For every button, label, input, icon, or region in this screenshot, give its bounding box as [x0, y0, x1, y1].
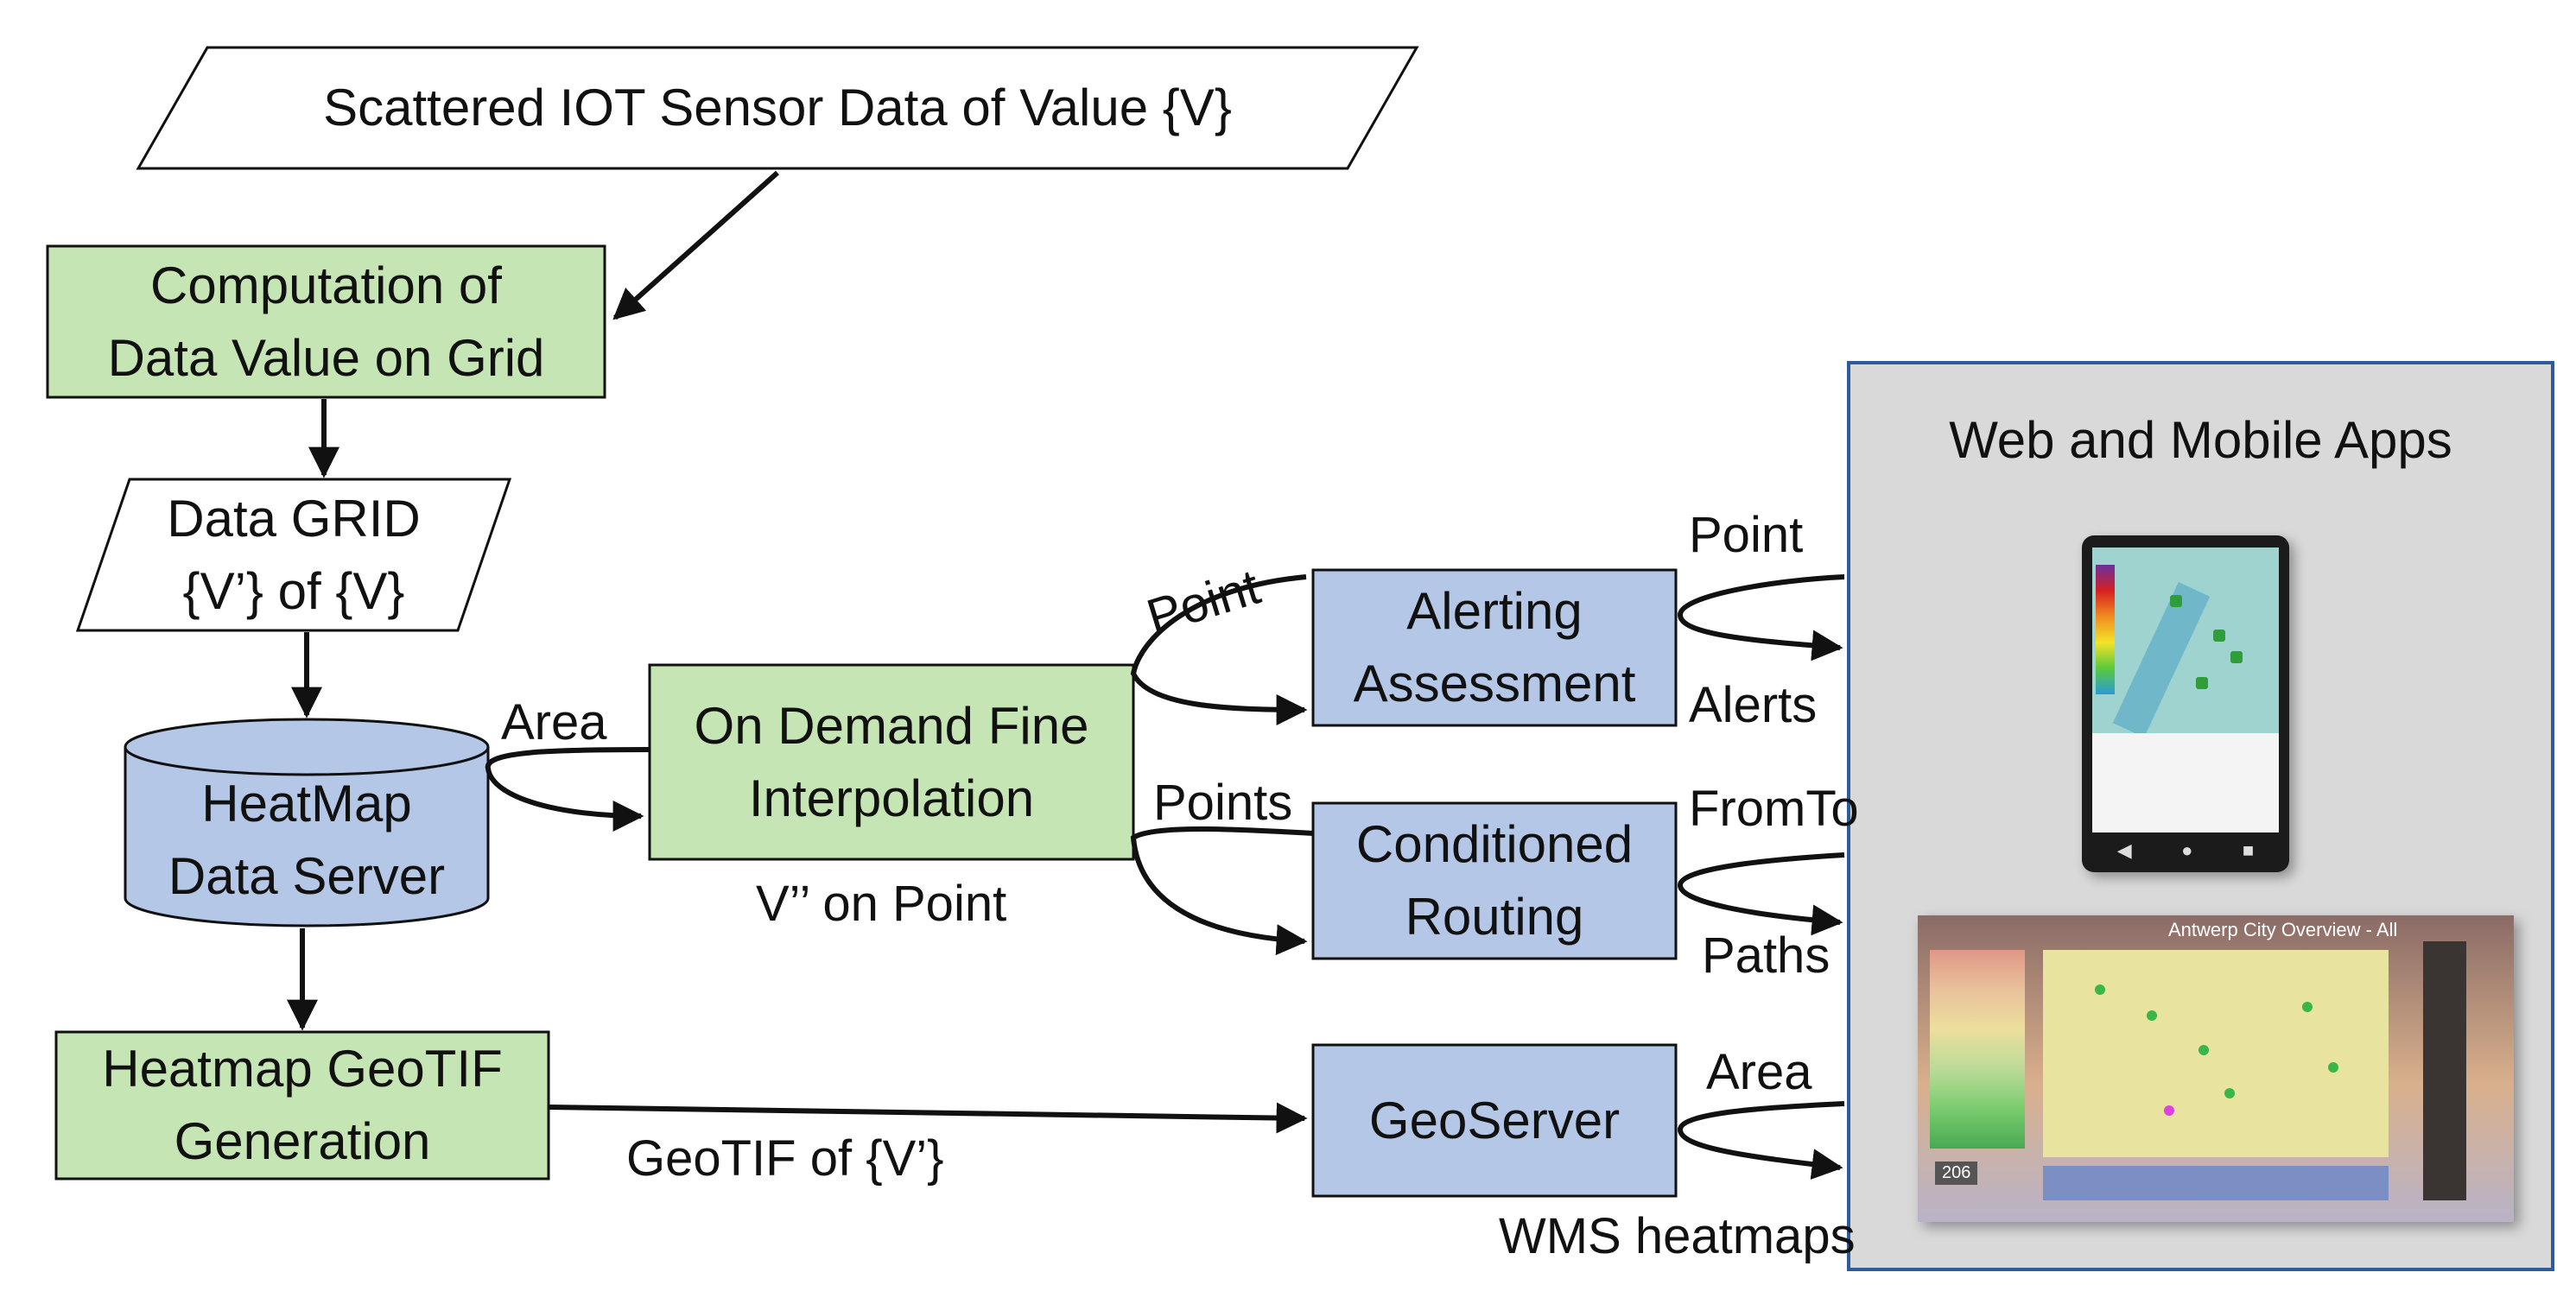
- desktop-badge: 206: [1935, 1162, 1978, 1185]
- geoserver-box: [1311, 1043, 1678, 1198]
- computation-box: [46, 244, 606, 399]
- edge-label-v-on-point: V’’ on Point: [756, 876, 1007, 932]
- routing-line-1: Conditioned: [1355, 815, 1634, 873]
- apps-title-text: Web and Mobile Apps: [1949, 411, 2452, 469]
- interpolation-box: [648, 663, 1135, 861]
- heatmap-server-line-1: HeatMap: [201, 774, 412, 832]
- mobile-app-screenshot: ◀ ● ■: [2082, 535, 2289, 872]
- edge-label-app-fromto: FromTo: [1689, 781, 1859, 837]
- sensor-data-text: Scattered IOT Sensor Data of Value {V}: [323, 79, 1232, 136]
- alerting-label: Alerting Assessment: [1313, 570, 1676, 725]
- arrow-geotif-to-geoserver: [548, 1102, 1308, 1134]
- interpolation-label: On Demand Fine Interpolation: [650, 665, 1133, 859]
- map-pin: [2230, 651, 2243, 663]
- alerting-box: [1311, 568, 1678, 727]
- recents-icon: ■: [2242, 839, 2255, 861]
- mobile-info-panel: [2092, 733, 2279, 832]
- routing-line-2: Routing: [1405, 888, 1584, 946]
- edge-label-app-wms: WMS heatmaps: [1499, 1208, 1856, 1264]
- desktop-title: Antwerp City Overview - All: [2168, 919, 2398, 940]
- edge-label-app-area: Area: [1706, 1044, 1812, 1100]
- geotif-line-1: Heatmap GeoTIF: [102, 1040, 503, 1098]
- routing-box: [1311, 801, 1678, 960]
- apps-title: Web and Mobile Apps: [1849, 397, 2553, 484]
- edge-label-app-point: Point: [1689, 507, 1804, 563]
- arrow-server-interp-loop: [485, 747, 650, 832]
- map-pin: [2147, 1010, 2157, 1021]
- map-pin: [2213, 630, 2225, 642]
- back-icon: ◀: [2116, 839, 2132, 861]
- edge-label-area-interp: Area: [501, 694, 607, 750]
- sensor-data-label: Scattered IOT Sensor Data of Value {V}: [138, 47, 1417, 168]
- heatmap-server-label: HeatMap Data Server: [125, 764, 488, 915]
- routing-label: Conditioned Routing: [1313, 803, 1676, 959]
- arrow-app-geoserver-loop: [1677, 1101, 1845, 1181]
- map-river: [2112, 581, 2211, 738]
- geotif-label: Heatmap GeoTIF Generation: [56, 1032, 549, 1179]
- phone-nav-bar: ◀ ● ■: [2092, 838, 2279, 864]
- home-icon: ●: [2181, 839, 2193, 861]
- arrow-sensor-to-computation: [612, 170, 779, 320]
- geotif-line-2: Generation: [174, 1112, 431, 1170]
- desktop-map: [2043, 950, 2389, 1157]
- alerting-line-1: Alerting: [1406, 582, 1583, 640]
- edge-label-geotif-of: GeoTIF of {V’}: [626, 1130, 944, 1187]
- heatmap-server-line-2: Data Server: [168, 846, 446, 905]
- color-legend: [2096, 565, 2115, 694]
- data-grid-line-1: Data GRID: [167, 489, 421, 548]
- geotif-box: [54, 1030, 550, 1181]
- desktop-timeline: [2043, 1166, 2389, 1200]
- map-pin: [2302, 1002, 2313, 1012]
- alerting-line-2: Assessment: [1353, 655, 1636, 712]
- heatmap-server-cylinder: [124, 718, 490, 927]
- computation-line-2: Data Value on Grid: [107, 328, 545, 387]
- mobile-map: [2092, 548, 2279, 832]
- data-grid-line-2: {V’} of {V}: [182, 561, 405, 620]
- computation-line-1: Computation of: [150, 256, 502, 314]
- geoserver-text: GeoServer: [1368, 1091, 1621, 1149]
- map-pin: [2224, 1088, 2235, 1098]
- sensor-data-shape: [136, 46, 1419, 170]
- map-pin: [2196, 677, 2208, 689]
- geoserver-label: GeoServer: [1313, 1045, 1676, 1196]
- map-pin: [2164, 1105, 2174, 1116]
- desktop-legend-bars: [1930, 950, 2025, 1149]
- map-pin: [2095, 984, 2105, 995]
- interpolation-line-1: On Demand Fine: [694, 696, 1089, 755]
- edge-label-app-paths: Paths: [1702, 927, 1830, 984]
- interpolation-line-2: Interpolation: [748, 769, 1035, 827]
- arrow-app-routing-loop: [1677, 852, 1845, 936]
- arrow-interp-to-routing: [1130, 826, 1314, 956]
- arrow-app-alerting-loop: [1677, 574, 1845, 661]
- desktop-app-screenshot: Antwerp City Overview - All 206: [1918, 915, 2514, 1222]
- cathedral-tower: [2423, 941, 2466, 1200]
- map-pin: [2170, 595, 2182, 607]
- data-grid-shape: [75, 478, 512, 632]
- data-grid-label: Data GRID {V’} of {V}: [78, 479, 510, 630]
- map-pin: [2198, 1045, 2209, 1055]
- map-pin: [2328, 1062, 2338, 1073]
- edge-label-app-alerts: Alerts: [1689, 677, 1818, 733]
- arrow-interp-to-alerting: [1130, 574, 1308, 725]
- edge-label-points-routing: Points: [1153, 775, 1293, 831]
- computation-label: Computation of Data Value on Grid: [48, 246, 605, 397]
